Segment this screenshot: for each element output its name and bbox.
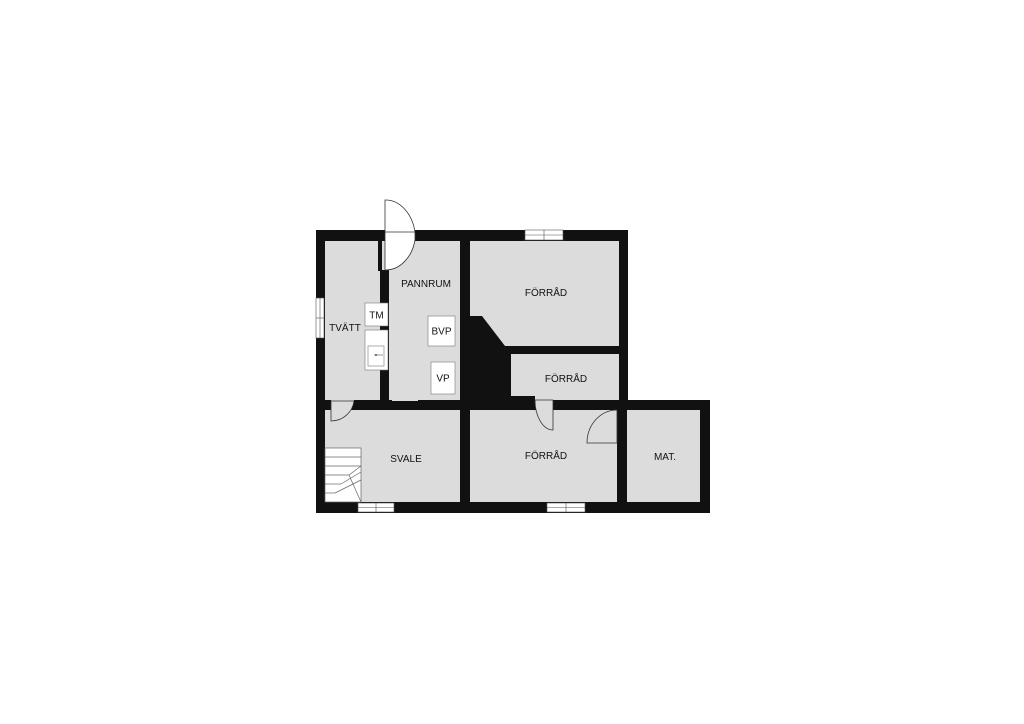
window-tvatt	[315, 297, 325, 339]
floors	[325, 241, 700, 502]
floor-mat	[627, 410, 700, 502]
wall-forrad-top-bottom	[482, 346, 619, 354]
window-forrad-top	[524, 229, 564, 241]
wall-mid-2	[354, 400, 392, 410]
doors	[330, 199, 618, 444]
wall-tvatt-pannrum-top	[378, 241, 382, 271]
wall-pannrum-forrad-mid	[460, 290, 470, 400]
wall-forrad-middle-left	[503, 354, 511, 400]
fixture-vp-label: VP	[436, 374, 450, 385]
floor-forrad-middle	[511, 354, 619, 400]
stairs	[324, 447, 362, 503]
fixture-tm	[364, 302, 389, 327]
room-labels: TVÄTT PANNRUM FÖRRÅD FÖRRÅD SVALE FÖRRÅD…	[329, 279, 676, 465]
windows	[315, 229, 586, 513]
sink-icon	[364, 329, 389, 371]
room-label-pannrum: PANNRUM	[401, 279, 451, 290]
room-label-forrad-top: FÖRRÅD	[525, 286, 567, 299]
wall-pannrum-forrad-top	[460, 241, 470, 269]
door-mat	[586, 409, 618, 444]
wall-mid-5	[553, 400, 619, 410]
wall-mid-4	[470, 396, 535, 410]
wall-forrad-mat	[617, 443, 627, 502]
room-label-tvatt: TVÄTT	[329, 322, 361, 334]
wall-mid-1	[325, 400, 331, 410]
room-label-svale: SVALE	[390, 454, 422, 465]
fixtures: TM BVP VP	[364, 302, 456, 395]
fixture-bvp-label: BVP	[431, 327, 451, 338]
wall-svale-forrad-top	[460, 410, 470, 434]
chimney	[470, 316, 511, 396]
wall-mid-3	[418, 400, 470, 410]
room-label-mat: MAT.	[654, 452, 676, 463]
fixture-vp	[430, 361, 456, 395]
fixture-tm-label: TM	[369, 311, 383, 322]
window-forrad-bottom	[546, 502, 586, 513]
fixture-bvp	[427, 315, 456, 347]
wall-svale-forrad-bottom	[460, 458, 470, 502]
floor-forrad-top	[470, 241, 619, 346]
room-label-forrad-bottom: FÖRRÅD	[525, 449, 567, 462]
room-label-forrad-middle: FÖRRÅD	[545, 372, 587, 385]
door-tvatt	[330, 400, 355, 422]
window-svale	[357, 502, 395, 513]
door-forrad-middle	[534, 399, 554, 431]
